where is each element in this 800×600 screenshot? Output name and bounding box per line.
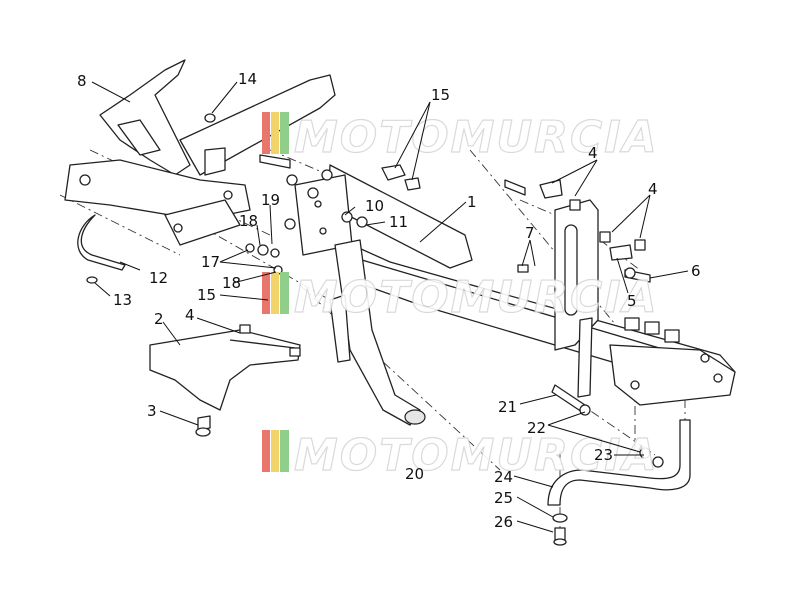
callout-1: 1: [467, 193, 477, 211]
bent-tube-part-20: [329, 239, 426, 426]
callout-21: 21: [498, 398, 517, 416]
callout-labels: 8 14 15 4 4 1 10 11 19 18 17 12 13 18 15…: [77, 70, 701, 531]
watermark-text: MOTOMURCIA: [294, 112, 659, 163]
callout-6: 6: [691, 262, 701, 280]
callout-7: 7: [525, 224, 535, 242]
callout-22: 22: [527, 419, 546, 437]
callout-15-top: 15: [431, 86, 450, 104]
callout-4-right: 4: [648, 180, 658, 198]
hardware-fasteners: [77, 113, 691, 546]
callout-13: 13: [113, 291, 132, 309]
watermark-stripe-yellow: [271, 112, 279, 154]
watermark-stripe-yellow: [271, 430, 279, 472]
callout-23: 23: [594, 446, 613, 464]
callout-3: 3: [147, 402, 157, 420]
watermark-stripe-red: [262, 112, 270, 154]
callout-19: 19: [261, 191, 280, 209]
callout-12: 12: [149, 269, 168, 287]
callout-17: 17: [201, 253, 220, 271]
callout-20: 20: [405, 465, 424, 483]
watermark-text: MOTOMURCIA: [294, 272, 659, 323]
upper-subframe-part-8: [64, 59, 336, 246]
callout-18-bottom: 18: [222, 274, 241, 292]
watermark-stripe-green: [280, 430, 289, 472]
watermark-text: MOTOMURCIA: [294, 430, 659, 481]
callout-24: 24: [494, 468, 513, 486]
callout-10: 10: [365, 197, 384, 215]
callout-18-top: 18: [239, 212, 258, 230]
watermark-bottom: MOTOMURCIA: [262, 429, 659, 482]
watermark-top: MOTOMURCIA: [262, 111, 659, 164]
callout-5: 5: [627, 292, 637, 310]
watermark-stripe-green: [280, 112, 289, 154]
callout-11: 11: [389, 213, 408, 231]
watermark-stripe-green: [280, 272, 289, 314]
watermark-middle: MOTOMURCIA: [262, 271, 659, 324]
callout-14: 14: [238, 70, 257, 88]
watermark-stripe-red: [262, 272, 270, 314]
callout-8: 8: [77, 72, 87, 90]
callout-4-top: 4: [588, 144, 598, 162]
leader-lines: [91, 81, 689, 533]
callout-25: 25: [494, 489, 513, 507]
callout-4-left: 4: [185, 306, 195, 324]
watermark-stripe-yellow: [271, 272, 279, 314]
side-cover-part-2: [149, 324, 301, 411]
callout-2: 2: [154, 310, 164, 328]
callout-26: 26: [494, 513, 513, 531]
watermark-stripe-red: [262, 430, 270, 472]
callout-15-left: 15: [197, 286, 216, 304]
